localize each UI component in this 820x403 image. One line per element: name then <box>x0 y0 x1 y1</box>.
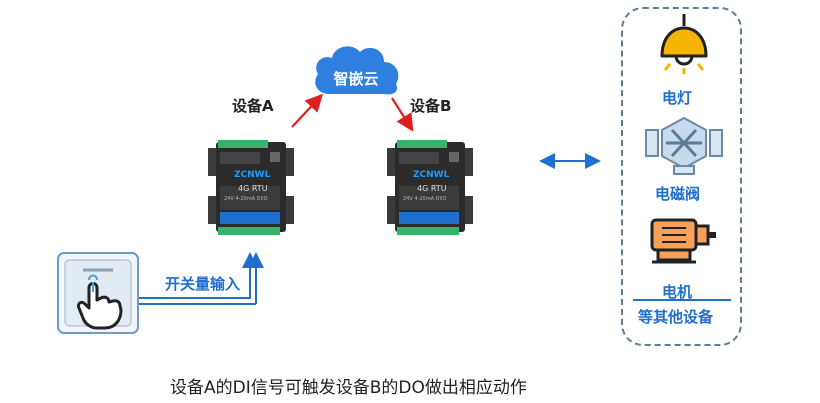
output-label-lamp: 电灯 <box>662 89 693 107</box>
lamp-icon <box>660 14 708 74</box>
outputs-panel <box>621 7 742 346</box>
diagram-caption: 设备A的DI信号可触发设备B的DO做出相应动作 <box>170 378 527 398</box>
motor-icon <box>650 218 716 264</box>
device-a-logo: ZCNWL <box>234 170 271 180</box>
device-b-spec: 24V 4-20mA DI/O <box>403 196 447 202</box>
switch-press-icon <box>57 252 139 334</box>
device-a: ZCNWL 4G RTU 24V 4-20mA DI/O <box>208 140 294 238</box>
output-label-solenoid-valve: 电磁阀 <box>655 185 701 203</box>
switch-input-label: 开关量输入 <box>165 275 241 293</box>
rtu-device-graphic <box>208 140 294 235</box>
device-b-logo: ZCNWL <box>413 170 450 180</box>
arrow-device-a-to-cloud <box>291 93 324 128</box>
rtu-device-graphic <box>387 140 473 235</box>
device-a-spec: 24V 4-20mA DI/O <box>224 196 268 202</box>
device-a-label: 设备A <box>232 97 274 115</box>
outputs-divider <box>633 299 731 301</box>
cloud-icon <box>315 46 399 95</box>
arrow-cloud-to-device-b <box>391 97 414 132</box>
device-b-label: 设备B <box>410 97 452 115</box>
outputs-footer: 等其他设备 <box>638 308 714 326</box>
cloud-label: 智嵌云 <box>333 70 379 88</box>
device-b-model: 4G RTU <box>417 184 447 193</box>
output-label-motor: 电机 <box>662 283 693 301</box>
device-a-model: 4G RTU <box>238 184 268 193</box>
switch-wiring-line <box>139 252 258 299</box>
device-b: ZCNWL 4G RTU 24V 4-20mA DI/O <box>387 140 473 238</box>
solenoid-valve-icon <box>645 116 723 175</box>
